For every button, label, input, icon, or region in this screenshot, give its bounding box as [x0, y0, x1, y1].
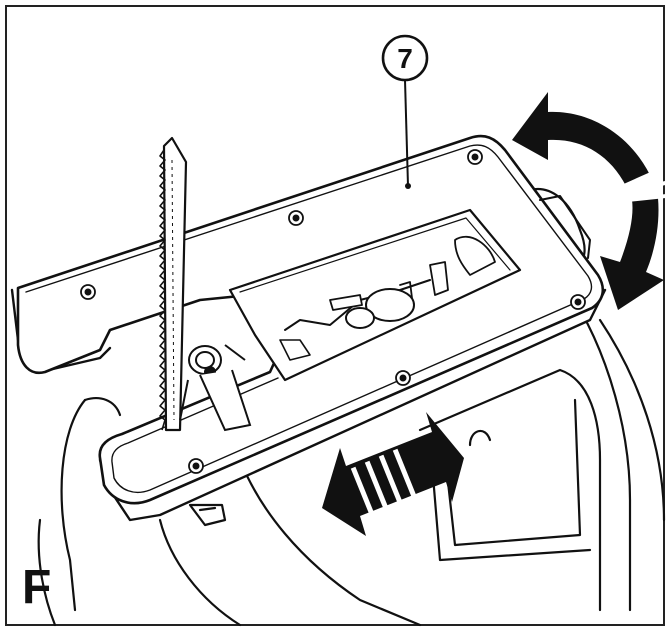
screw-icon — [570, 294, 586, 310]
screw-icon — [288, 210, 304, 226]
callout-dot — [405, 183, 411, 189]
baseplate — [10, 134, 607, 522]
straight-double-arrow-icon — [322, 412, 464, 536]
figure-letter: F — [22, 561, 51, 614]
callout-7: 7 — [381, 34, 429, 189]
screw-icon — [188, 458, 204, 474]
screw-icon — [467, 149, 483, 165]
curved-double-arrow-icon — [512, 92, 669, 310]
callout-circle — [381, 34, 429, 82]
screw-icon — [80, 284, 96, 300]
baseplate-screws — [80, 149, 586, 474]
callout-number: 7 — [397, 43, 413, 74]
roller-guide — [179, 344, 252, 432]
screw-icon — [395, 370, 411, 386]
saw-blade — [159, 136, 188, 432]
callout-leader-line — [404, 79, 409, 187]
